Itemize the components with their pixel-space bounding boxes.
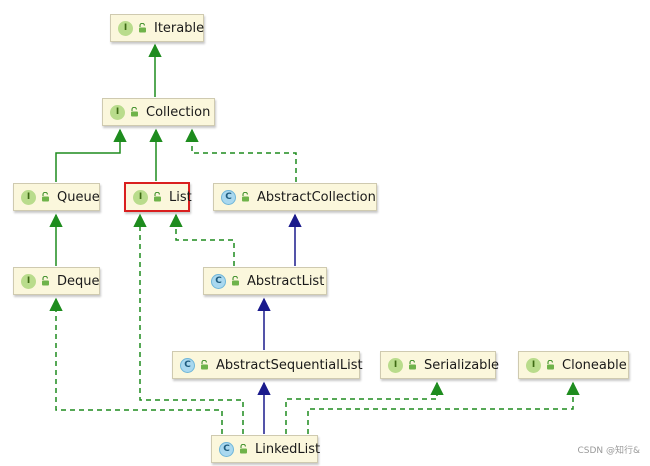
unlock-icon xyxy=(41,276,50,286)
edge-linkedlist-deque xyxy=(49,297,223,434)
unlock-icon xyxy=(200,360,209,370)
node-label: Cloneable xyxy=(562,357,627,373)
interface-icon: I xyxy=(526,357,541,373)
node-label: Queue xyxy=(57,189,100,205)
unlock-icon xyxy=(41,192,50,202)
node-abstract-list[interactable]: C AbstractList xyxy=(203,267,327,295)
node-label: List xyxy=(169,189,192,205)
edge-linkedlist-cloneable xyxy=(307,381,580,434)
interface-icon: I xyxy=(388,357,403,373)
interface-icon: I xyxy=(21,273,36,289)
node-label: AbstractSequentialList xyxy=(216,357,363,373)
edge-linkedlist-serializable xyxy=(285,381,444,434)
node-iterable[interactable]: I Iterable xyxy=(110,14,204,42)
unlock-icon xyxy=(138,23,147,33)
unlock-icon xyxy=(408,360,417,370)
interface-icon: I xyxy=(21,189,36,205)
node-linked-list[interactable]: C LinkedList xyxy=(211,435,321,463)
interface-icon: I xyxy=(110,104,125,120)
node-label: Deque xyxy=(57,273,100,289)
unlock-icon xyxy=(153,192,162,202)
abstract-class-icon: C xyxy=(180,357,195,373)
abstract-class-icon: C xyxy=(221,189,236,205)
edge-abstractcollection-collection xyxy=(185,128,297,182)
node-deque[interactable]: I Deque xyxy=(13,267,100,295)
node-label: LinkedList xyxy=(255,441,321,457)
node-serializable[interactable]: I Serializable xyxy=(380,351,500,379)
unlock-icon xyxy=(239,444,248,454)
node-abstract-collection[interactable]: C AbstractCollection xyxy=(213,183,377,211)
watermark: CSDN @知行& xyxy=(577,446,640,456)
node-label: Serializable xyxy=(424,357,500,373)
unlock-icon xyxy=(130,107,139,117)
interface-icon: I xyxy=(133,189,148,205)
node-label: AbstractCollection xyxy=(257,189,376,205)
node-label: AbstractList xyxy=(247,273,325,289)
unlock-icon xyxy=(241,192,250,202)
interface-icon: I xyxy=(118,20,133,36)
node-cloneable[interactable]: I Cloneable xyxy=(518,351,629,379)
edge-linkedlist-list xyxy=(133,213,244,434)
node-collection[interactable]: I Collection xyxy=(102,98,215,126)
class-icon: C xyxy=(219,441,234,457)
node-queue[interactable]: I Queue xyxy=(13,183,100,211)
node-label: Iterable xyxy=(154,20,205,36)
node-abstract-sequential-list[interactable]: C AbstractSequentialList xyxy=(172,351,363,379)
abstract-class-icon: C xyxy=(211,273,226,289)
edge-abstractlist-list xyxy=(169,213,235,266)
node-label: Collection xyxy=(146,104,211,120)
edge-queue-collection xyxy=(55,128,127,182)
node-list[interactable]: I List xyxy=(124,182,192,212)
unlock-icon xyxy=(231,276,240,286)
unlock-icon xyxy=(546,360,555,370)
